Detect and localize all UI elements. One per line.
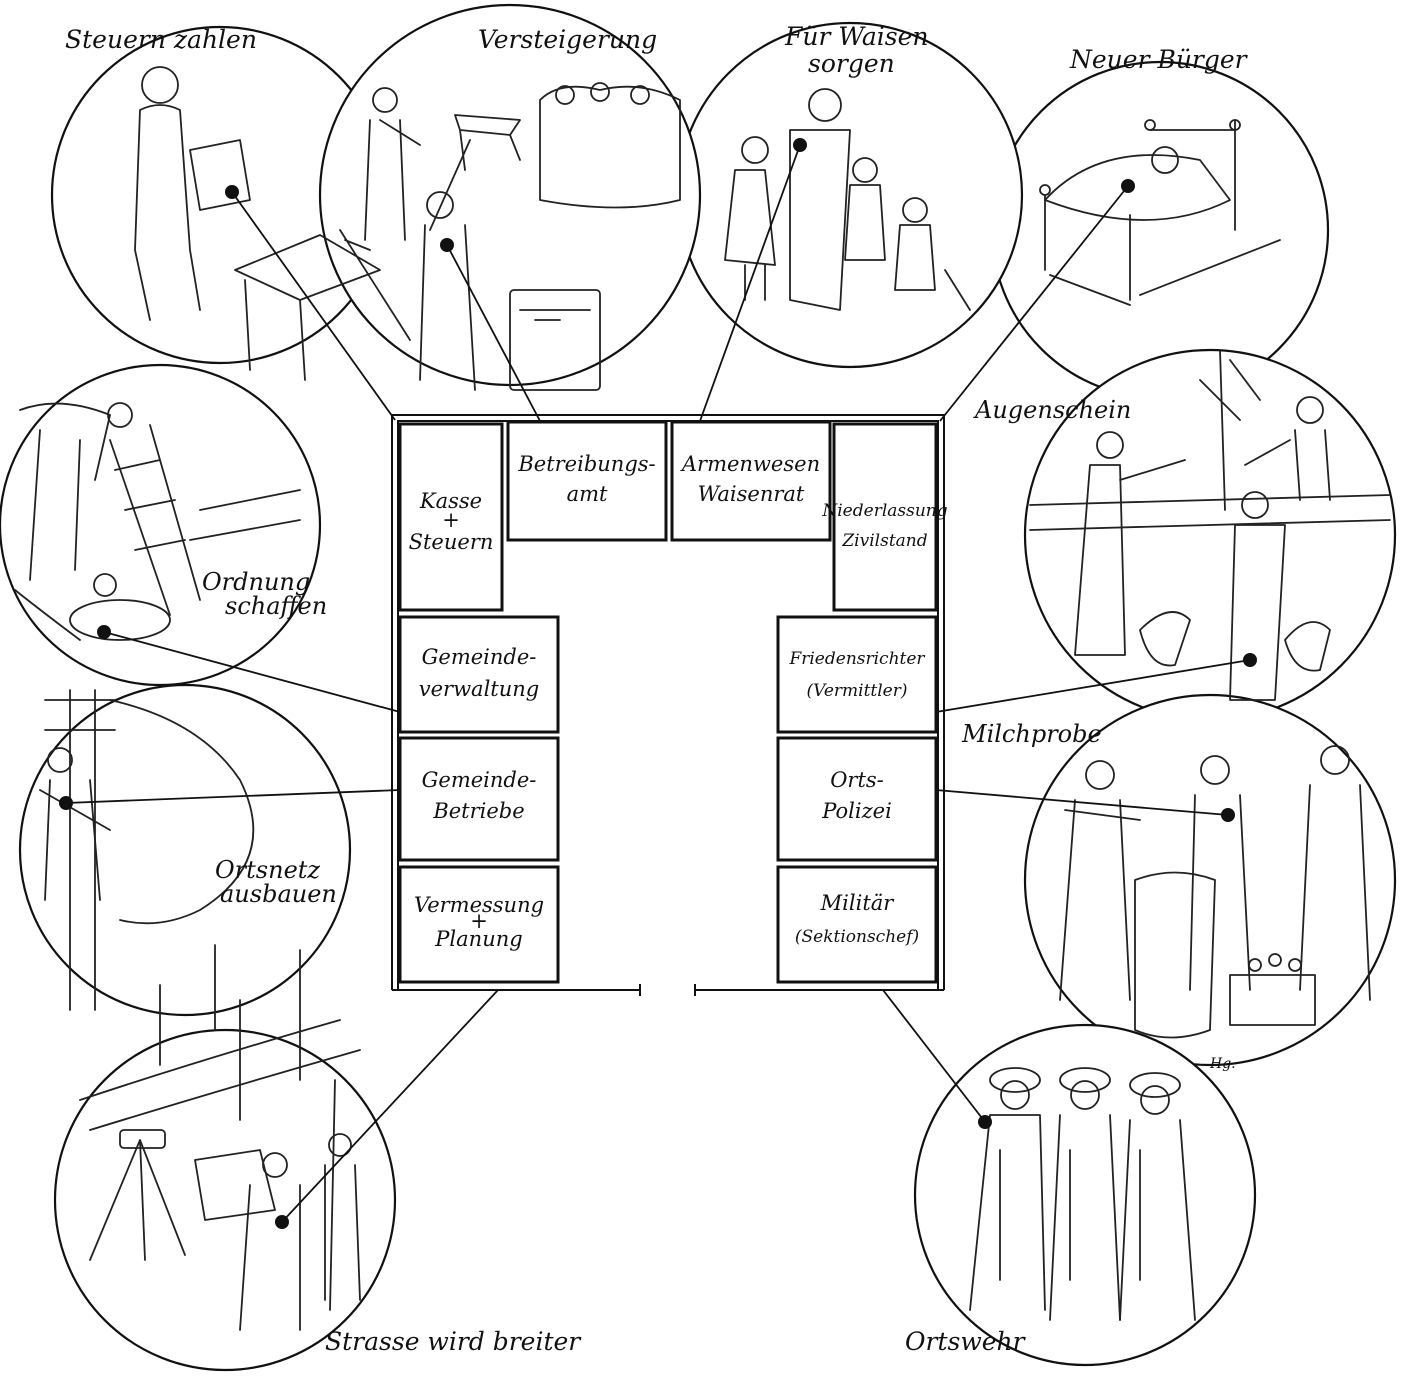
office-friedensrichter-label-2: (Vermittler) bbox=[806, 681, 907, 701]
milk-inspection-icon bbox=[1059, 745, 1371, 1039]
scene-milchprobe-circle bbox=[1023, 693, 1397, 1067]
site-inspection-icon bbox=[1029, 349, 1391, 701]
scene-label-ordnung-2: schaffen bbox=[225, 592, 327, 620]
scene-strasse-circle bbox=[53, 1028, 397, 1372]
connector-ordnung-verwaltung bbox=[103, 631, 401, 713]
office-kasse-label-3: Steuern bbox=[409, 530, 494, 554]
town-hall-plan bbox=[391, 414, 945, 996]
connector-dot-ortswehr bbox=[978, 1115, 992, 1129]
surveyors-with-theodolite-icon bbox=[79, 944, 361, 1331]
scene-label-ortsnetz-1: Ortsnetz bbox=[215, 856, 320, 884]
office-betreibung-label-2: amt bbox=[567, 482, 608, 506]
connector-dot-waisen bbox=[793, 138, 807, 152]
connector-milchprobe-polizei bbox=[935, 789, 1229, 816]
office-verwaltung-label-1: Gemeinde- bbox=[422, 645, 537, 669]
connector-dot-ortsnetz bbox=[59, 796, 73, 810]
scene-label-milchprobe: Milchprobe bbox=[961, 720, 1102, 748]
guardian-with-orphans-icon bbox=[724, 88, 971, 311]
town-hall-inner-wall bbox=[397, 420, 939, 990]
connector-dot-milchprobe bbox=[1221, 808, 1235, 822]
connector-augenschein-friedensrichter bbox=[935, 659, 1251, 713]
office-vermessung-label-3: Planung bbox=[434, 927, 522, 951]
scene-label-steuern: Steuern zahlen bbox=[65, 25, 257, 54]
connector-buerger-niederlassung bbox=[939, 185, 1129, 422]
office-betreibung-label-1: Betreibungs- bbox=[517, 452, 655, 476]
office-kasse-box bbox=[398, 422, 504, 612]
auction-crowd-icon bbox=[339, 82, 681, 391]
scene-label-augenschein: Augenschein bbox=[973, 396, 1131, 424]
connector-versteigerung-betreibung bbox=[446, 244, 541, 422]
scene-label-ortswehr: Ortswehr bbox=[905, 1327, 1027, 1356]
connector-waisen-armenwesen bbox=[699, 144, 801, 422]
office-betriebe-label-1: Gemeinde- bbox=[422, 768, 537, 792]
office-polizei-label-1: Orts- bbox=[830, 768, 884, 792]
connector-dot-ordnung bbox=[97, 625, 111, 639]
office-friedensrichter-box bbox=[776, 615, 938, 734]
office-armenwesen-label-2: Waisenrat bbox=[698, 482, 805, 506]
scene-label-waisen-1: Für Waisen bbox=[784, 22, 929, 51]
office-kasse-label-1: Kasse bbox=[419, 489, 482, 513]
scene-circles bbox=[0, 3, 1397, 1372]
office-militaer-label-2: (Sektionschef) bbox=[795, 927, 919, 947]
connector-dot-versteigerung bbox=[440, 238, 454, 252]
connectors bbox=[59, 138, 1257, 1229]
scene-label-waisen-2: sorgen bbox=[808, 49, 895, 78]
scene-label-ortsnetz-2: ausbauen bbox=[220, 880, 337, 908]
scene-label-strasse: Strasse wird breiter bbox=[325, 1327, 582, 1356]
office-vermessung-label-2: + bbox=[470, 909, 488, 933]
scene-buerger-circle bbox=[990, 60, 1330, 400]
office-verwaltung-box bbox=[398, 615, 560, 734]
entrance-right-wall bbox=[694, 984, 944, 996]
office-militaer-label-1: Militär bbox=[820, 891, 896, 915]
workers-at-manhole-icon bbox=[14, 402, 301, 641]
connector-steuern-kasse bbox=[231, 191, 396, 421]
office-verwaltung-label-2: verwaltung bbox=[419, 677, 539, 701]
office-militaer-box bbox=[776, 865, 938, 984]
artist-signature: Hg. bbox=[1209, 1056, 1236, 1072]
connector-dot-steuern bbox=[225, 185, 239, 199]
scene-ortswehr-circle bbox=[913, 1023, 1257, 1367]
office-vermessung-label-1: Vermessung bbox=[414, 893, 544, 917]
office-betriebe-box bbox=[398, 736, 560, 862]
connector-dot-buerger bbox=[1121, 179, 1135, 193]
scene-label-ordnung-1: Ordnung bbox=[202, 568, 310, 596]
scene-labels: Steuern zahlen Versteigerung Für Waisen … bbox=[65, 22, 1249, 1356]
man-reading-tax-bill-icon bbox=[134, 66, 381, 381]
office-polizei-box bbox=[776, 736, 938, 862]
scene-ortsnetz-circle bbox=[18, 683, 352, 1017]
baby-in-cradle-icon bbox=[1039, 119, 1281, 306]
connector-ortswehr-militaer bbox=[882, 989, 986, 1123]
office-niederlassung-box bbox=[832, 422, 938, 612]
office-polizei-label-2: Polizei bbox=[821, 799, 892, 823]
scene-label-versteigerung: Versteigerung bbox=[478, 25, 657, 54]
militia-soldiers-icon bbox=[969, 1067, 1196, 1321]
connector-ortsnetz-betriebe bbox=[65, 789, 401, 804]
lineman-on-pole-icon bbox=[39, 689, 255, 1011]
office-vermessung-box bbox=[398, 865, 560, 984]
connector-dot-augenschein bbox=[1243, 653, 1257, 667]
scene-label-buerger: Neuer Bürger bbox=[1069, 45, 1249, 74]
office-friedensrichter-label-1: Friedensrichter bbox=[788, 649, 925, 669]
office-niederlassung-label-1: Niederlassung bbox=[821, 501, 947, 521]
office-labels: Kasse + Steuern Betreibungs- amt Armenwe… bbox=[409, 452, 948, 951]
connector-strasse-vermessung bbox=[281, 989, 499, 1223]
entrance-left-wall bbox=[392, 984, 641, 996]
connector-dot-strasse bbox=[275, 1215, 289, 1229]
office-kasse-label-2: + bbox=[442, 508, 460, 532]
office-armenwesen-box bbox=[670, 420, 832, 542]
office-betriebe-label-2: Betriebe bbox=[432, 799, 524, 823]
office-betreibung-box bbox=[506, 420, 668, 542]
office-niederlassung-label-2: Zivilstand bbox=[841, 531, 927, 551]
office-armenwesen-label-1: Armenwesen bbox=[680, 452, 820, 476]
town-hall-outer-wall bbox=[391, 414, 945, 990]
